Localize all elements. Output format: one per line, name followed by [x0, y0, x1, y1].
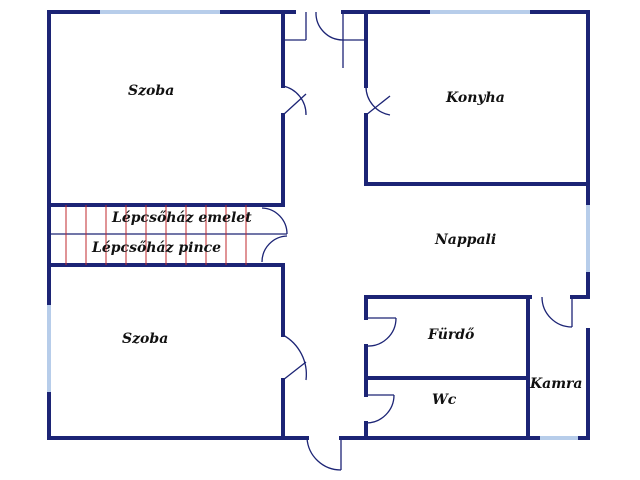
room-label-szoba-top: Szoba: [128, 83, 175, 99]
room-label-wc: Wc: [432, 392, 457, 408]
room-label-szoba-bottom: Szoba: [122, 331, 169, 347]
windows: [47, 10, 590, 440]
room-label-lepcsohaz-pince: Lépcsőház pince: [92, 240, 222, 256]
room-label-furdo: Fürdő: [428, 327, 475, 343]
room-label-nappali: Nappali: [435, 232, 497, 248]
doors: [261, 11, 573, 471]
staircase: [49, 205, 262, 265]
lobby-box: [283, 12, 366, 41]
outer-walls: [47, 10, 590, 440]
room-label-kamra: Kamra: [530, 376, 583, 392]
room-label-konyha: Konyha: [446, 90, 505, 106]
room-label-lepcsohaz-emelet: Lépcsőház emelet: [112, 210, 252, 226]
